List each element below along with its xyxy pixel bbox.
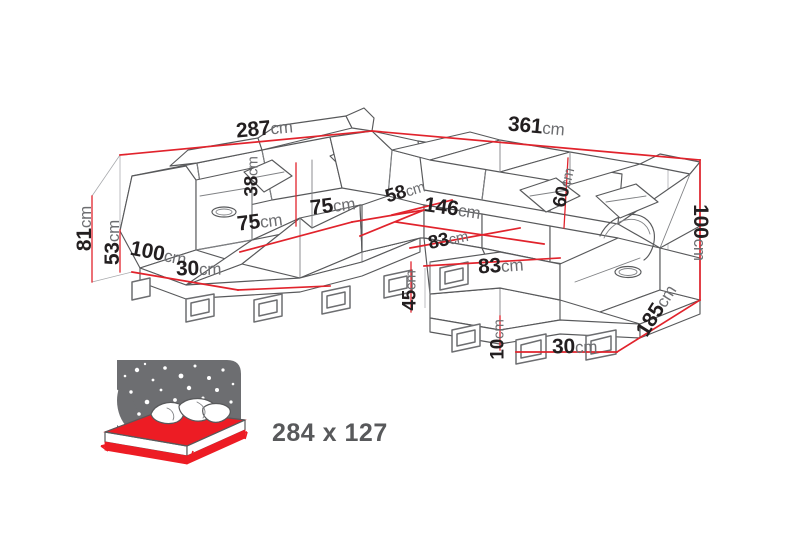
pillows: [150, 397, 231, 425]
bed-dimension-arrows: [100, 431, 248, 462]
dimension-lines: [91, 130, 702, 354]
sofa-right-wing: [391, 131, 701, 345]
sleeping-area-caption: 284 x 127: [272, 419, 388, 447]
bed-with-starry-night-icon: [100, 360, 248, 465]
